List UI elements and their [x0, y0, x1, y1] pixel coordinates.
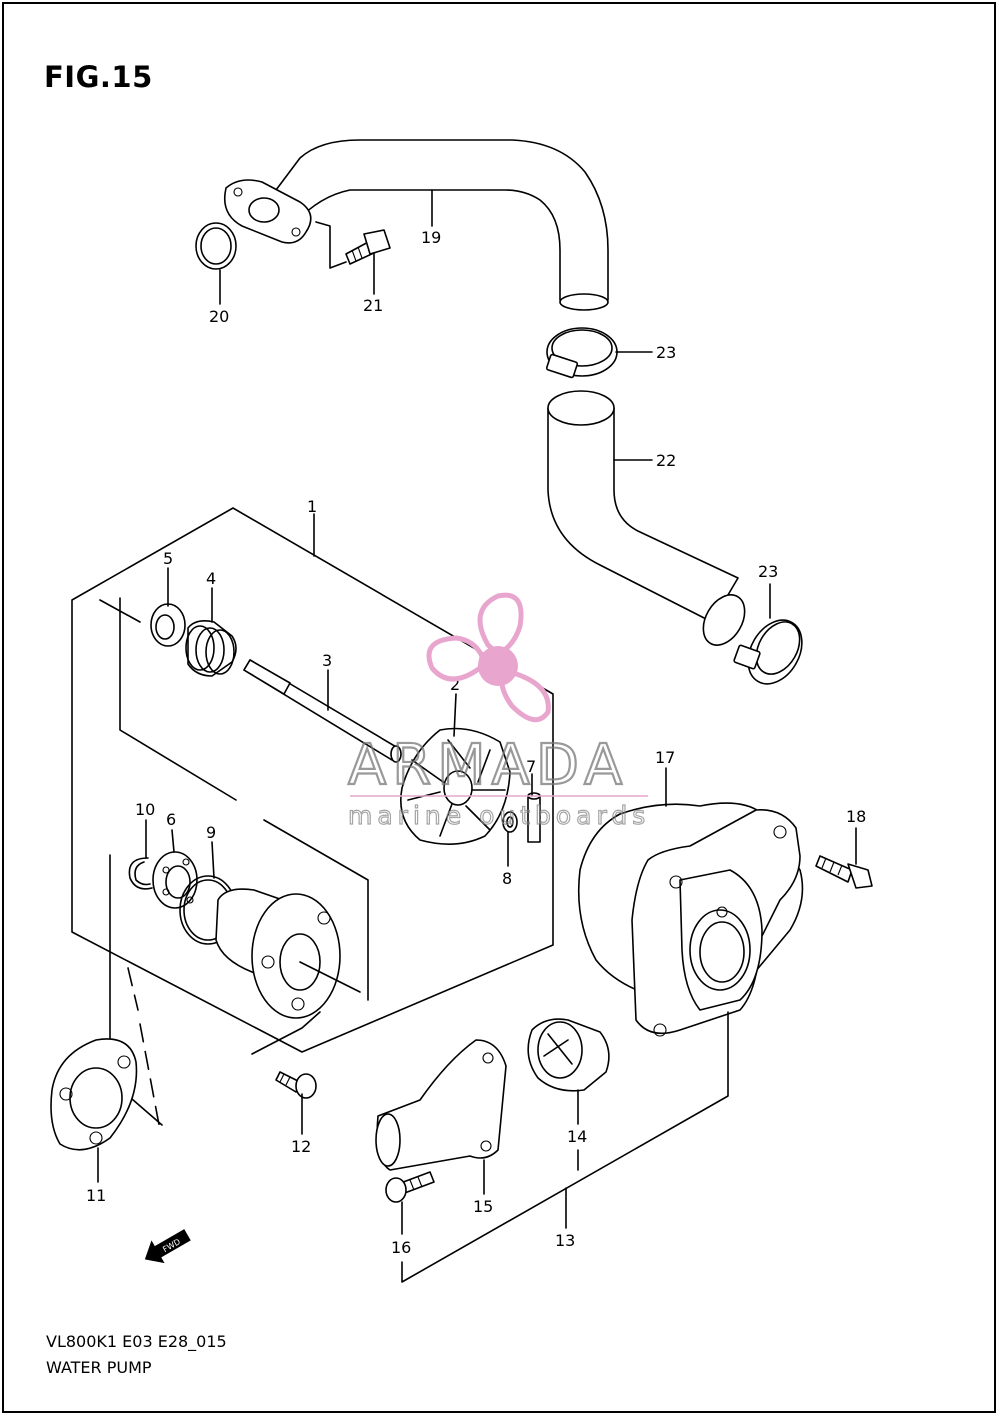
part-23-hose-clamp-upper[interactable] — [545, 327, 618, 379]
callout-17: 17 — [655, 748, 675, 767]
part-10-circlip[interactable] — [128, 857, 153, 890]
part-22-water-hose[interactable] — [547, 390, 753, 652]
callout-5: 5 — [163, 549, 173, 568]
callout-1: 1 — [307, 497, 317, 516]
callout-22: 22 — [656, 451, 676, 470]
part-4-mechanical-seal[interactable] — [185, 620, 237, 677]
diagram-name: WATER PUMP — [46, 1358, 152, 1377]
leader-lines — [97, 189, 857, 1283]
diagram-code: VL800K1 E03 E28_015 — [46, 1332, 227, 1351]
callout-9: 9 — [206, 823, 216, 842]
fwd-direction-badge: FWD — [144, 1229, 191, 1264]
callout-labels: 1 2 3 4 5 6 7 8 9 10 11 12 13 14 15 16 1… — [86, 228, 866, 1257]
part-14-thermostat[interactable] — [527, 1018, 610, 1092]
callout-23-lower: 23 — [758, 562, 778, 581]
part-18-bolt[interactable] — [815, 855, 873, 889]
callout-7: 7 — [526, 757, 536, 776]
gasket-11-alignment-line — [127, 967, 161, 1131]
callout-20: 20 — [209, 307, 229, 326]
propeller-blade-right — [499, 669, 551, 723]
callout-15: 15 — [473, 1197, 493, 1216]
watermark-logo — [426, 592, 551, 723]
callout-16: 16 — [391, 1238, 411, 1257]
part-11-gasket[interactable] — [50, 1038, 138, 1151]
figure-title: FIG.15 — [44, 60, 153, 94]
part-8-washer[interactable] — [502, 811, 518, 833]
callout-10: 10 — [135, 800, 155, 819]
callout-23-upper: 23 — [656, 343, 676, 362]
part-16-screw[interactable] — [385, 1171, 435, 1203]
propeller-blade-left — [426, 635, 485, 682]
callout-4: 4 — [206, 569, 216, 588]
fwd-label: FWD — [161, 1237, 182, 1254]
part-20-o-ring[interactable] — [195, 222, 237, 270]
screw-12-leader-bracket — [251, 1011, 321, 1055]
watermark-brand: ARMADA — [348, 733, 628, 798]
callout-11: 11 — [86, 1186, 106, 1205]
part-3-shaft[interactable] — [243, 659, 402, 763]
part-19-outlet-pipe[interactable] — [223, 139, 609, 311]
part-7-pin[interactable] — [527, 792, 541, 843]
watermark-tagline: marine outboards — [348, 801, 650, 830]
propeller-blade-top — [477, 592, 524, 657]
callout-21: 21 — [363, 296, 383, 315]
part-6-bearing[interactable] — [152, 851, 198, 909]
pump-body[interactable] — [215, 888, 361, 1019]
callout-19: 19 — [421, 228, 441, 247]
bolt-21-leader-bracket — [315, 221, 347, 269]
part-5-oil-seal[interactable] — [150, 603, 186, 647]
callout-12: 12 — [291, 1137, 311, 1156]
callout-3: 3 — [322, 651, 332, 670]
part-15-thermostat-cover[interactable] — [375, 1039, 507, 1171]
callout-6: 6 — [166, 810, 176, 829]
part-21-bolt[interactable] — [345, 229, 391, 265]
callout-13: 13 — [555, 1231, 575, 1250]
thermostat-case[interactable] — [631, 809, 801, 1037]
propeller-hub — [478, 646, 518, 686]
callout-18: 18 — [846, 807, 866, 826]
callout-8: 8 — [502, 869, 512, 888]
part-23-hose-clamp-lower[interactable] — [733, 611, 813, 694]
callout-2: 2 — [450, 675, 460, 694]
part-12-screw[interactable] — [275, 1071, 317, 1099]
callout-14: 14 — [567, 1127, 587, 1146]
